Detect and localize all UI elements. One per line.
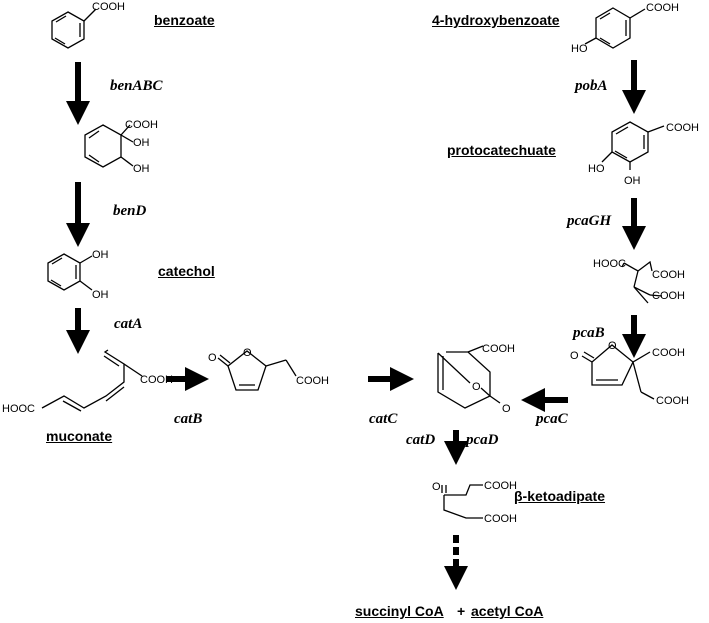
chem-label: COOH [646,2,679,14]
compound-4-hydroxybenzoate: 4-hydroxybenzoate [432,12,560,28]
compound-ketoadipate: β-ketoadipate [514,488,606,504]
compound-muconate: muconate [46,428,113,444]
gene-pcaGH: pcaGH [567,213,612,229]
muconolactone-structure [217,350,297,391]
gene-benABC: benABC [110,78,163,94]
compound-protocatechuate: protocatechuate [447,142,556,158]
gene-catA: catA [114,316,143,332]
chem-label: O [502,403,511,415]
chem-label: OH [133,137,150,149]
protocatechuate-structure [601,121,665,170]
chem-label: HOOC [2,403,35,415]
chem-label: O [243,347,252,359]
gene-pcaD: pcaD [466,432,499,448]
chem-label: COOH [666,122,699,134]
gene-benD: benD [113,203,147,219]
benzoate-structure [51,8,97,49]
compound-benzoate: benzoate [154,12,215,28]
chem-label: OH [624,175,641,187]
carboxymuconate-structure [621,260,663,304]
chem-label: OH [133,163,150,175]
chem-label: O [570,350,579,362]
chem-label: COOH [652,290,685,302]
dihydrodiol-structure [84,124,134,168]
gene-pcaB: pcaB [573,325,605,341]
chem-label: O [432,481,441,493]
chem-label: OH [92,249,109,261]
chem-label: O [208,352,217,364]
compound-succinyl-coa: succinyl CoA [355,603,444,619]
chem-label: COOH [125,119,158,131]
chem-label: COOH [92,1,125,13]
compound-catechol: catechol [158,263,215,279]
gene-pobA: pobA [575,78,608,94]
gene-catC: catC [369,411,398,427]
chem-label: O [608,340,617,352]
chem-label: COOH [482,343,515,355]
ketoadipate-structure [441,484,483,519]
chem-label: OH [92,289,109,301]
gene-catD: catD [406,432,436,448]
hydroxybenzoate-structure [584,7,646,49]
gene-pcaC: pcaC [536,411,568,427]
chem-label: HO [588,163,605,175]
carboxymuconolactone-structure [581,344,655,400]
enol-lactone-structure [437,345,501,409]
chem-label: HOOC [593,258,626,270]
gene-catB: catB [174,411,203,427]
chem-label: O [472,381,481,393]
plus-sign: + [457,603,466,619]
chem-label: COOH [656,395,689,407]
chem-label: COOH [484,513,517,525]
muconate-structure [41,349,143,412]
catechol-structure [47,253,93,291]
chem-label: COOH [652,269,685,281]
chem-label: COOH [652,347,685,359]
compound-acetyl-coa: acetyl CoA [471,603,544,619]
chem-label: COOH [484,480,517,492]
chem-label: COOH [296,375,329,387]
chem-label: COOH [140,374,173,386]
chem-label: HO [571,43,588,55]
